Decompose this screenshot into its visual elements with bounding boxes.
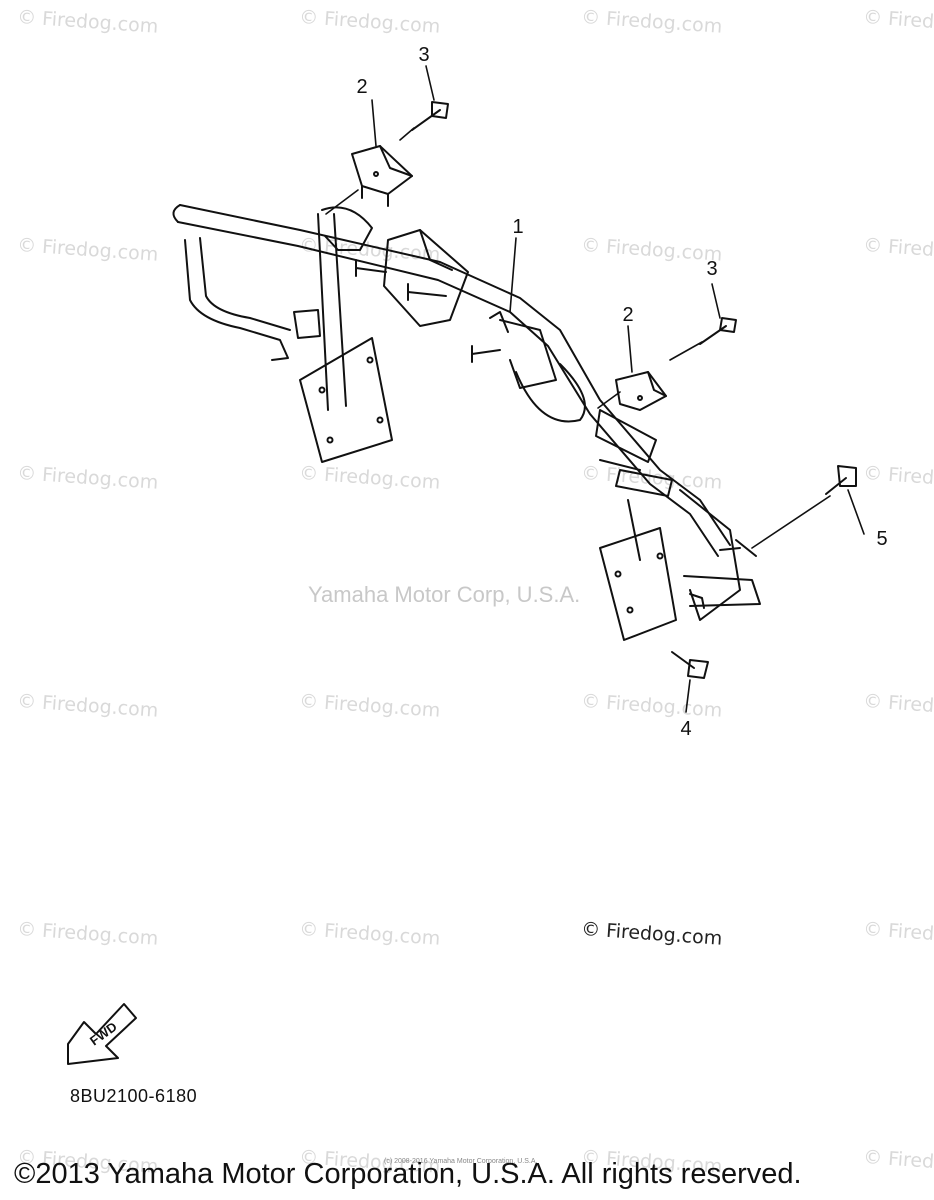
callout-3-upper: 3 — [418, 44, 430, 66]
copyright-notice: ©2013 Yamaha Motor Corporation, U.S.A. A… — [14, 1158, 802, 1190]
callout-2-lower: 2 — [622, 304, 634, 326]
fwd-arrow-icon — [67, 1003, 137, 1065]
leader-lines — [325, 65, 865, 713]
middle-bracket — [471, 311, 586, 423]
frame-tube — [172, 204, 731, 557]
bolt-lower — [699, 317, 737, 345]
callout-5: 5 — [876, 528, 888, 550]
right-mount-plate — [595, 409, 761, 641]
center-bracket — [355, 229, 469, 327]
callout-4: 4 — [680, 718, 692, 740]
callout-2-upper: 2 — [356, 76, 368, 98]
tiny-copyright-note: (c) 2008-2016 Yamaha Motor Corporation, … — [384, 1158, 538, 1165]
bolt-upper — [411, 101, 449, 131]
callout-1: 1 — [512, 216, 524, 238]
bolt-4 — [671, 651, 709, 679]
callout-3-lower: 3 — [706, 258, 718, 280]
left-mount-plate — [293, 206, 393, 463]
center-watermark: Yamaha Motor Corp, U.S.A. — [308, 582, 581, 607]
rubber-block-upper — [351, 145, 413, 207]
diagram-code: 8BU2100-6180 — [70, 1086, 198, 1106]
rubber-block-lower — [615, 371, 667, 411]
fwd-label: FWD — [87, 1019, 120, 1049]
bolt-5 — [825, 465, 857, 495]
